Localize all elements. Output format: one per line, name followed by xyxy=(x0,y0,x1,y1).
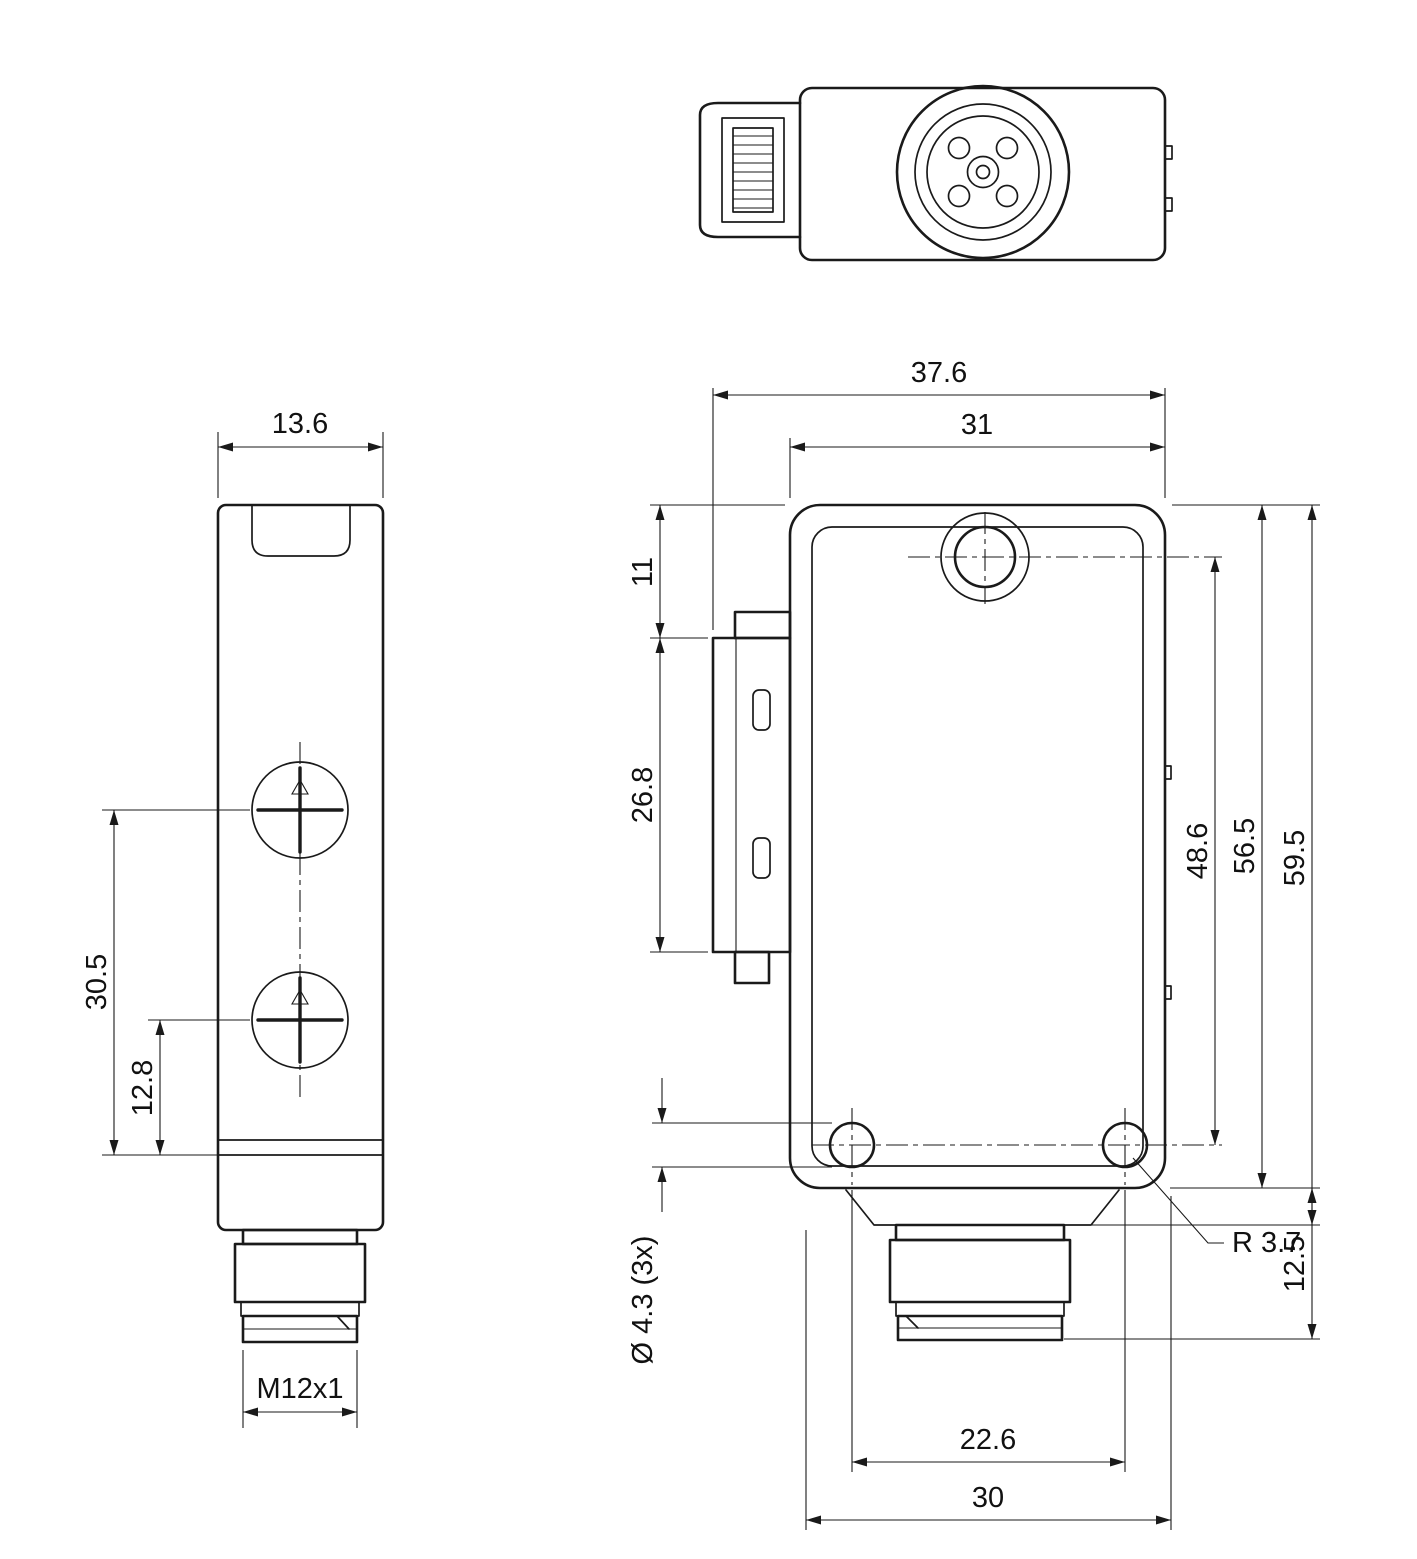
front-view: 37.6 31 11 26.8 48.6 56 xyxy=(627,357,1320,1530)
bracket-slot xyxy=(752,689,771,731)
dim-59-5: 59.5 xyxy=(1068,505,1320,1226)
dim-label-connector-height: 12.5 xyxy=(1279,1236,1311,1292)
bottom-mount-holes xyxy=(812,1108,1222,1185)
latch-nub xyxy=(1164,145,1173,160)
top-view xyxy=(698,84,1173,262)
top-view-grip-ribs xyxy=(733,135,773,209)
top-view-grip-outline xyxy=(721,117,785,223)
dim-31: 31 xyxy=(789,409,1165,498)
connector-center-pin xyxy=(966,155,1000,189)
dim-30: 30 xyxy=(805,1196,1172,1530)
dim-11: 11 xyxy=(627,504,785,639)
side-view-top-recess xyxy=(251,505,351,557)
bracket-foot xyxy=(733,950,771,985)
dim-label-hole-spacing-h: 22.6 xyxy=(960,1424,1016,1456)
dim-26-8: 26.8 xyxy=(627,638,708,953)
dim-label-top-to-bracket: 11 xyxy=(627,557,659,587)
latch-nub xyxy=(1164,985,1172,1000)
side-view: 13.6 30.5 12.8 M12x1 xyxy=(81,408,385,1428)
latch-nub xyxy=(1164,197,1173,212)
side-view-m12-plug xyxy=(233,1228,367,1344)
dim-label-lower-screw-offset: 12.8 xyxy=(127,1060,159,1116)
top-mount-hole xyxy=(908,512,1222,604)
dim-label-corner-radius: R 3.7 xyxy=(1232,1227,1301,1259)
connector-pin xyxy=(947,184,971,208)
dim-hole-diameter: Ø 4.3 (3x) xyxy=(627,1078,832,1364)
dim-label-bottom-width: 30 xyxy=(972,1482,1004,1514)
top-view-grip-ribs-frame xyxy=(732,127,774,213)
latch-nub xyxy=(1164,765,1172,780)
connector-pin xyxy=(995,184,1019,208)
connector-pin xyxy=(947,136,971,160)
dim-12-5: 12.5 xyxy=(1064,1188,1320,1340)
dim-label-body-height: 56.5 xyxy=(1229,818,1261,874)
dim-label-side-width: 13.6 xyxy=(272,408,328,440)
dim-label-body-width: 31 xyxy=(961,409,993,441)
dim-13-6: 13.6 xyxy=(217,408,384,498)
dim-56-5: 56.5 xyxy=(1170,504,1320,1189)
dim-corner-radius: R 3.7 xyxy=(1132,1157,1301,1259)
dim-label-screw-spacing: 30.5 xyxy=(81,954,113,1010)
front-view-m12-plug xyxy=(845,1189,1120,1342)
dim-label-bracket-height: 26.8 xyxy=(627,767,659,823)
bracket-slot xyxy=(752,837,771,879)
dim-m12x1: M12x1 xyxy=(242,1350,358,1428)
dim-37-6: 37.6 xyxy=(712,357,1166,630)
dim-12-8: 12.8 xyxy=(127,1019,250,1155)
dim-label-hole-spacing-v: 48.6 xyxy=(1182,823,1214,879)
dim-48-6: 48.6 xyxy=(1182,557,1220,1145)
dim-label-overall-width: 37.6 xyxy=(911,357,967,389)
front-view-body xyxy=(788,503,1167,1190)
mounting-bracket xyxy=(711,610,792,985)
m12-connector-face xyxy=(895,84,1071,260)
dim-label-thread-spec: M12x1 xyxy=(256,1373,343,1405)
dim-label-overall-height: 59.5 xyxy=(1279,830,1311,886)
front-view-inner-contour xyxy=(811,526,1144,1167)
top-view-clip-block xyxy=(698,101,802,239)
connector-pin xyxy=(995,136,1019,160)
dim-30-5: 30.5 xyxy=(81,809,250,1156)
top-view-body xyxy=(798,86,1167,262)
dim-label-mount-hole-diameter: Ø 4.3 (3x) xyxy=(627,1236,659,1365)
dim-22-6: 22.6 xyxy=(851,1190,1126,1472)
